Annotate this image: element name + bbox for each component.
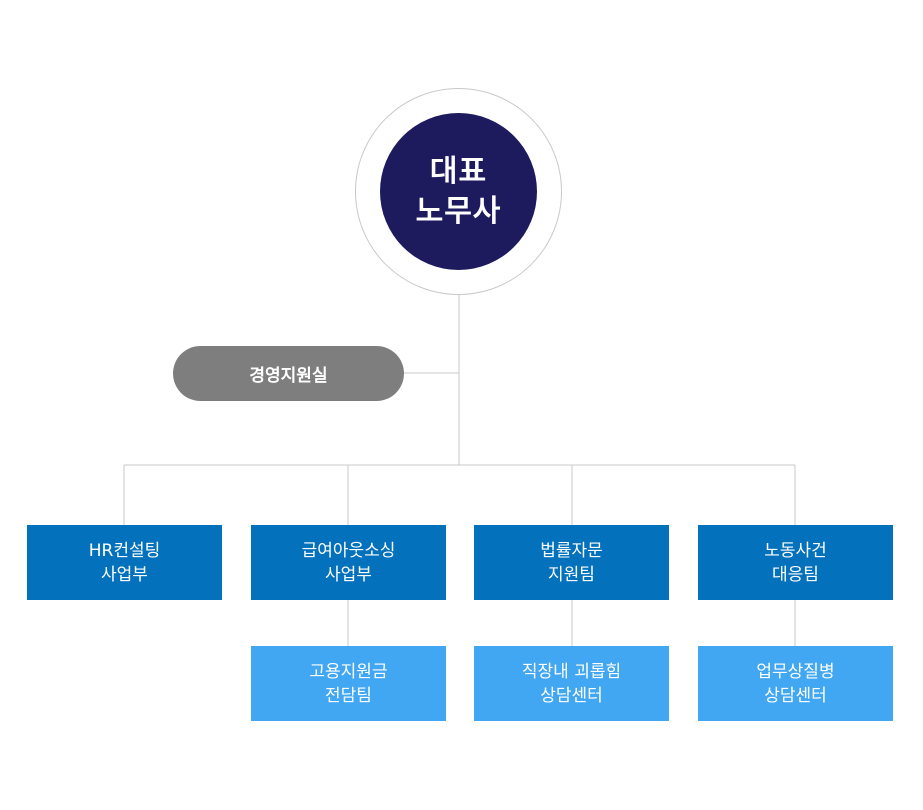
support-office-node: 경영지원실 [173,346,404,401]
dept-legal-advisory: 법률자문 지원팀 [474,525,669,600]
support-office-label: 경영지원실 [249,366,328,386]
dept-label-line1: 노동사건 [764,540,827,561]
ceo-label-line2: 노무사 [415,193,502,229]
dept-label-line1: 법률자문 [540,540,603,561]
dept-label-line1: HR컨설팅 [88,540,161,561]
team-occupational-disease: 업무상질병 상담센터 [698,646,893,721]
dept-label-line2: 사업부 [325,564,372,585]
team-workplace-harassment: 직장내 괴롭힘 상담센터 [474,646,669,721]
dept-label-line2: 사업부 [101,564,148,585]
team-label-line2: 상담센터 [540,685,603,706]
team-label-line2: 전담팀 [325,685,372,706]
dept-label-line2: 대응팀 [772,564,819,585]
team-label-line1: 업무상질병 [756,661,835,682]
dept-label-line2: 지원팀 [548,564,595,585]
ceo-node: 대표 노무사 [380,113,537,270]
dept-label-line1: 급여아웃소싱 [301,540,396,561]
team-label-line1: 직장내 괴롭힘 [521,661,622,682]
dept-payroll-outsourcing: 급여아웃소싱 사업부 [251,525,446,600]
dept-hr-consulting: HR컨설팅 사업부 [27,525,222,600]
dept-labor-case: 노동사건 대응팀 [698,525,893,600]
team-label-line1: 고용지원금 [309,661,388,682]
team-label-line2: 상담센터 [764,685,827,706]
team-employment-subsidy: 고용지원금 전담팀 [251,646,446,721]
ceo-label-line1: 대표 [429,153,488,189]
